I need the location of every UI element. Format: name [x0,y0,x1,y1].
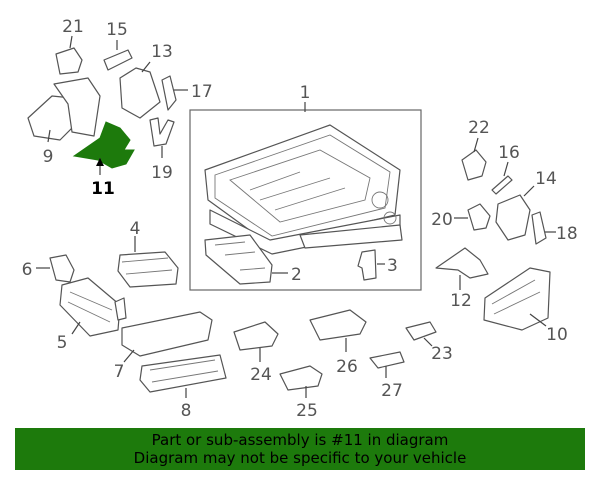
callout-26: 26 [336,357,358,377]
callout-16: 16 [498,143,520,163]
callout-18: 18 [556,224,578,244]
part-24-cover[interactable] [233,321,279,351]
part-15-strip[interactable] [103,49,133,71]
callout-14: 14 [535,169,557,189]
callout-22: 22 [468,118,490,138]
part-7-trim[interactable] [121,311,213,357]
callout-10: 10 [546,325,568,345]
callout-11: 11 [91,179,115,199]
part-10-outer-cover[interactable] [483,267,551,331]
callout-5: 5 [57,333,68,353]
callout-15: 15 [106,20,128,40]
callout-8: 8 [181,401,192,421]
callout-24: 24 [250,365,272,385]
part-9-side-panel[interactable] [27,77,101,141]
callout-20: 20 [431,210,453,230]
part-27-clip[interactable] [369,351,405,369]
callout-19: 19 [151,163,173,183]
callout-1: 1 [300,83,311,103]
part-22-bracket[interactable] [461,149,487,181]
part-21-cap[interactable] [55,47,83,75]
part-6-clip[interactable] [49,254,75,283]
part-3-bracket[interactable] [357,249,377,281]
callout-25: 25 [296,401,318,421]
banner-line-part: Part or sub-assembly is #11 in diagram [151,431,449,449]
part-13-hinge[interactable] [119,67,161,119]
callout-17: 17 [191,82,213,102]
part-2-seat-track[interactable] [204,234,273,285]
callout-4: 4 [130,219,141,239]
part-4-module[interactable] [117,251,179,288]
part-18-trim[interactable] [531,211,547,245]
callout-7: 7 [114,362,125,382]
part-20-clamp[interactable] [467,203,491,231]
part-25-trim[interactable] [279,365,323,391]
part-16-pin[interactable] [491,175,513,195]
part-1-seat-frame[interactable] [204,124,403,255]
callout-27: 27 [381,381,403,401]
callout-12: 12 [450,291,472,311]
callout-6: 6 [22,260,33,280]
callout-2: 2 [291,265,302,285]
callout-9: 9 [43,147,54,167]
part-19-hook[interactable] [149,117,175,147]
callout-23: 23 [431,344,453,364]
part-23-clip[interactable] [405,321,437,341]
part-14-recliner[interactable] [495,194,531,241]
part-26-panel[interactable] [309,309,367,341]
part-17-clip[interactable] [161,75,177,111]
callout-21: 21 [62,17,84,37]
part-8-lower-trim[interactable] [139,354,227,393]
part-5-side-cover[interactable] [59,277,127,337]
callout-13: 13 [151,42,173,62]
info-banner: Part or sub-assembly is #11 in diagram D… [15,428,585,470]
part-11-highlighted[interactable] [72,121,135,169]
callout-3: 3 [387,256,398,276]
banner-line-disclaimer: Diagram may not be specific to your vehi… [133,449,467,467]
part-12-bracket[interactable] [435,247,489,279]
